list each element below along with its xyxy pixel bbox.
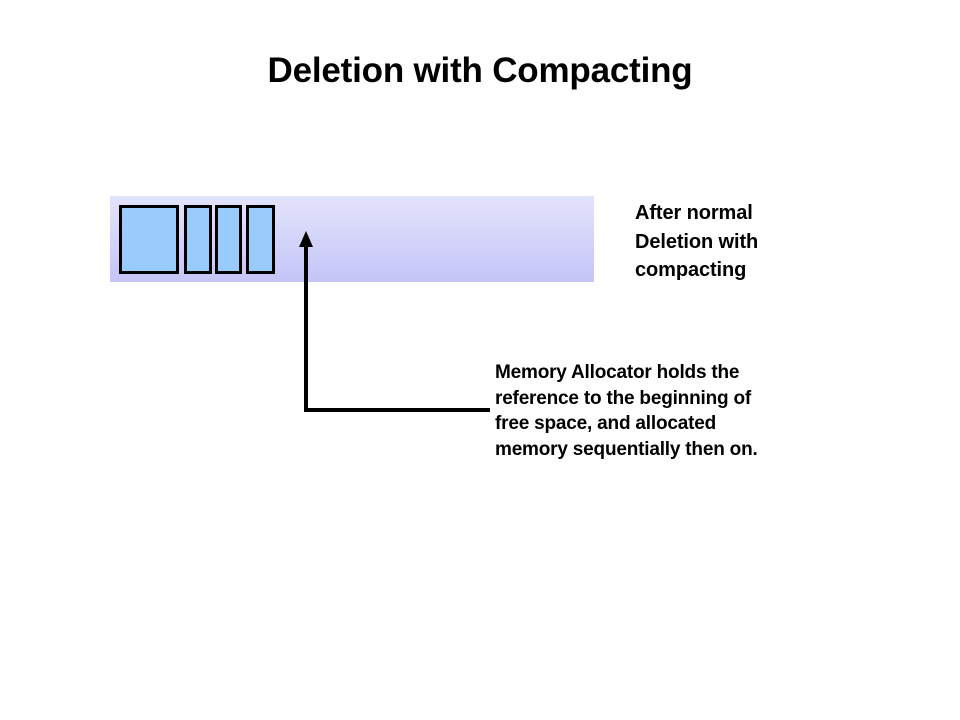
allocator-note-line-3: free space, and allocated [495, 413, 716, 434]
memory-block-4 [246, 205, 275, 274]
leader-line-horizontal [304, 408, 490, 412]
title-strong-part: Compacting [492, 51, 693, 90]
after-deletion-line-3: compacting [635, 259, 747, 281]
memory-region-bar [110, 196, 594, 282]
title-normal-part: Deletion with [267, 51, 493, 90]
allocator-note-line-1: Memory Allocator holds the [495, 362, 740, 383]
memory-block-3 [215, 205, 242, 274]
up-arrow-icon [299, 231, 313, 247]
after-deletion-line-2: Deletion with [635, 230, 759, 253]
allocator-note-caption: Memory Allocator holds the reference to … [495, 360, 840, 462]
after-deletion-caption: After normal Deletion with compacting [635, 199, 935, 285]
allocator-note-line-2: reference to the beginning of [495, 387, 751, 409]
memory-block-2 [184, 205, 212, 274]
allocator-note-line-4: memory sequentially then on. [495, 438, 758, 460]
after-deletion-line-1: After normal [635, 202, 753, 224]
leader-line-vertical [304, 245, 308, 412]
memory-block-1 [119, 205, 179, 274]
page-title: Deletion with Compacting [0, 50, 960, 92]
